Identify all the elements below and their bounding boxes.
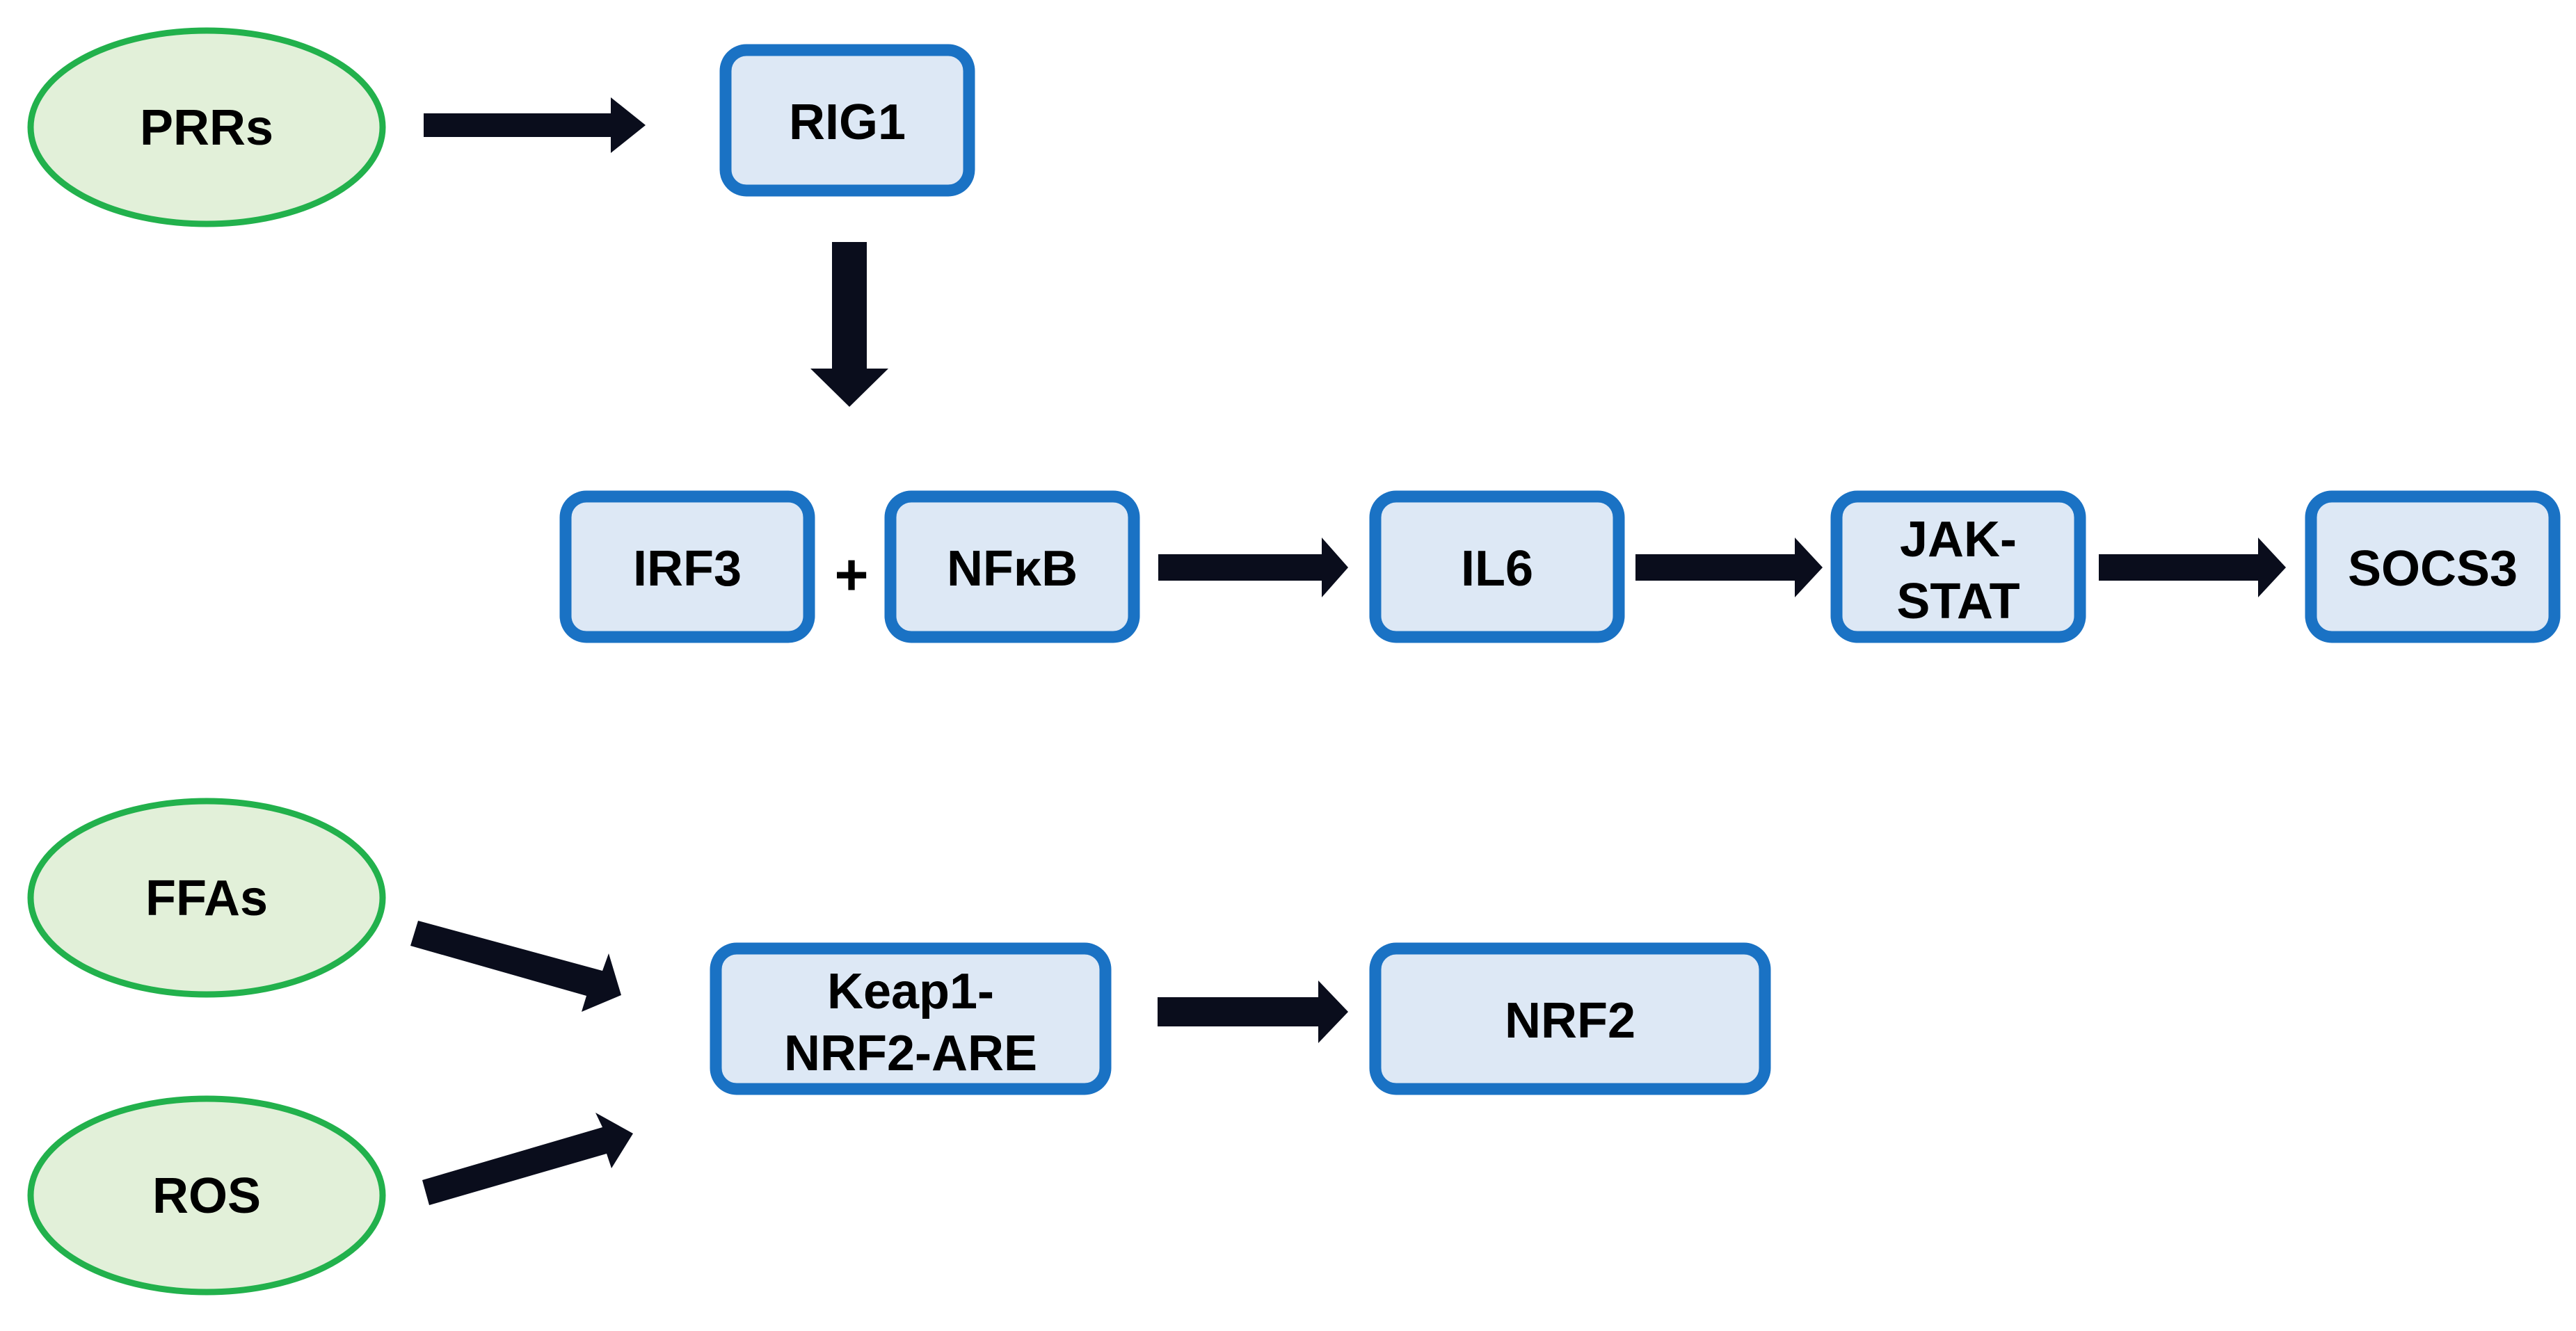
socs3-node: SOCS3 xyxy=(2305,490,2561,643)
ros-label: ROS xyxy=(152,1168,261,1224)
nrf2-label: NRF2 xyxy=(1505,993,1635,1049)
socs3-label: SOCS3 xyxy=(2348,541,2518,597)
ros-node: ROS xyxy=(27,1095,386,1296)
jak-stat-label-line2: STAT xyxy=(1896,574,2019,629)
arrow-nfkb-to-il6 xyxy=(1158,538,1348,597)
irf3-label: IRF3 xyxy=(633,541,742,597)
arrow-rig1-down xyxy=(810,242,888,407)
arrow-prrs-to-rig1 xyxy=(424,97,646,153)
il6-label: IL6 xyxy=(1461,541,1533,597)
prrs-node: PRRs xyxy=(27,27,386,227)
arrow-ffas-to-keap1 xyxy=(410,921,621,1012)
keap1-label-line2: NRF2-ARE xyxy=(784,1026,1037,1081)
nfkb-label: NFκB xyxy=(947,541,1078,597)
arrow-ros-to-keap1 xyxy=(422,1113,633,1205)
ffas-node: FFAs xyxy=(27,798,386,998)
jak-stat-node: JAK- STAT xyxy=(1830,490,2086,643)
rig1-label: RIG1 xyxy=(789,95,906,150)
plus-sign: + xyxy=(834,542,868,607)
jak-stat-label-line1: JAK- xyxy=(1900,512,2017,567)
arrow-keap1-to-nrf2 xyxy=(1158,981,1348,1043)
keap1-label-line1: Keap1- xyxy=(827,964,994,1019)
nfkb-node: NFκB xyxy=(884,490,1140,643)
irf3-node: IRF3 xyxy=(559,490,815,643)
nrf2-node: NRF2 xyxy=(1369,942,1771,1095)
prrs-label: PRRs xyxy=(140,100,273,156)
ffas-label: FFAs xyxy=(145,871,268,926)
arrow-jak-stat-to-socs3 xyxy=(2099,538,2286,597)
arrow-il6-to-jak-stat xyxy=(1635,538,1823,597)
rig1-node: RIG1 xyxy=(719,44,975,197)
keap1-nrf2-are-node: Keap1- NRF2-ARE xyxy=(710,942,1112,1095)
il6-node: IL6 xyxy=(1369,490,1625,643)
